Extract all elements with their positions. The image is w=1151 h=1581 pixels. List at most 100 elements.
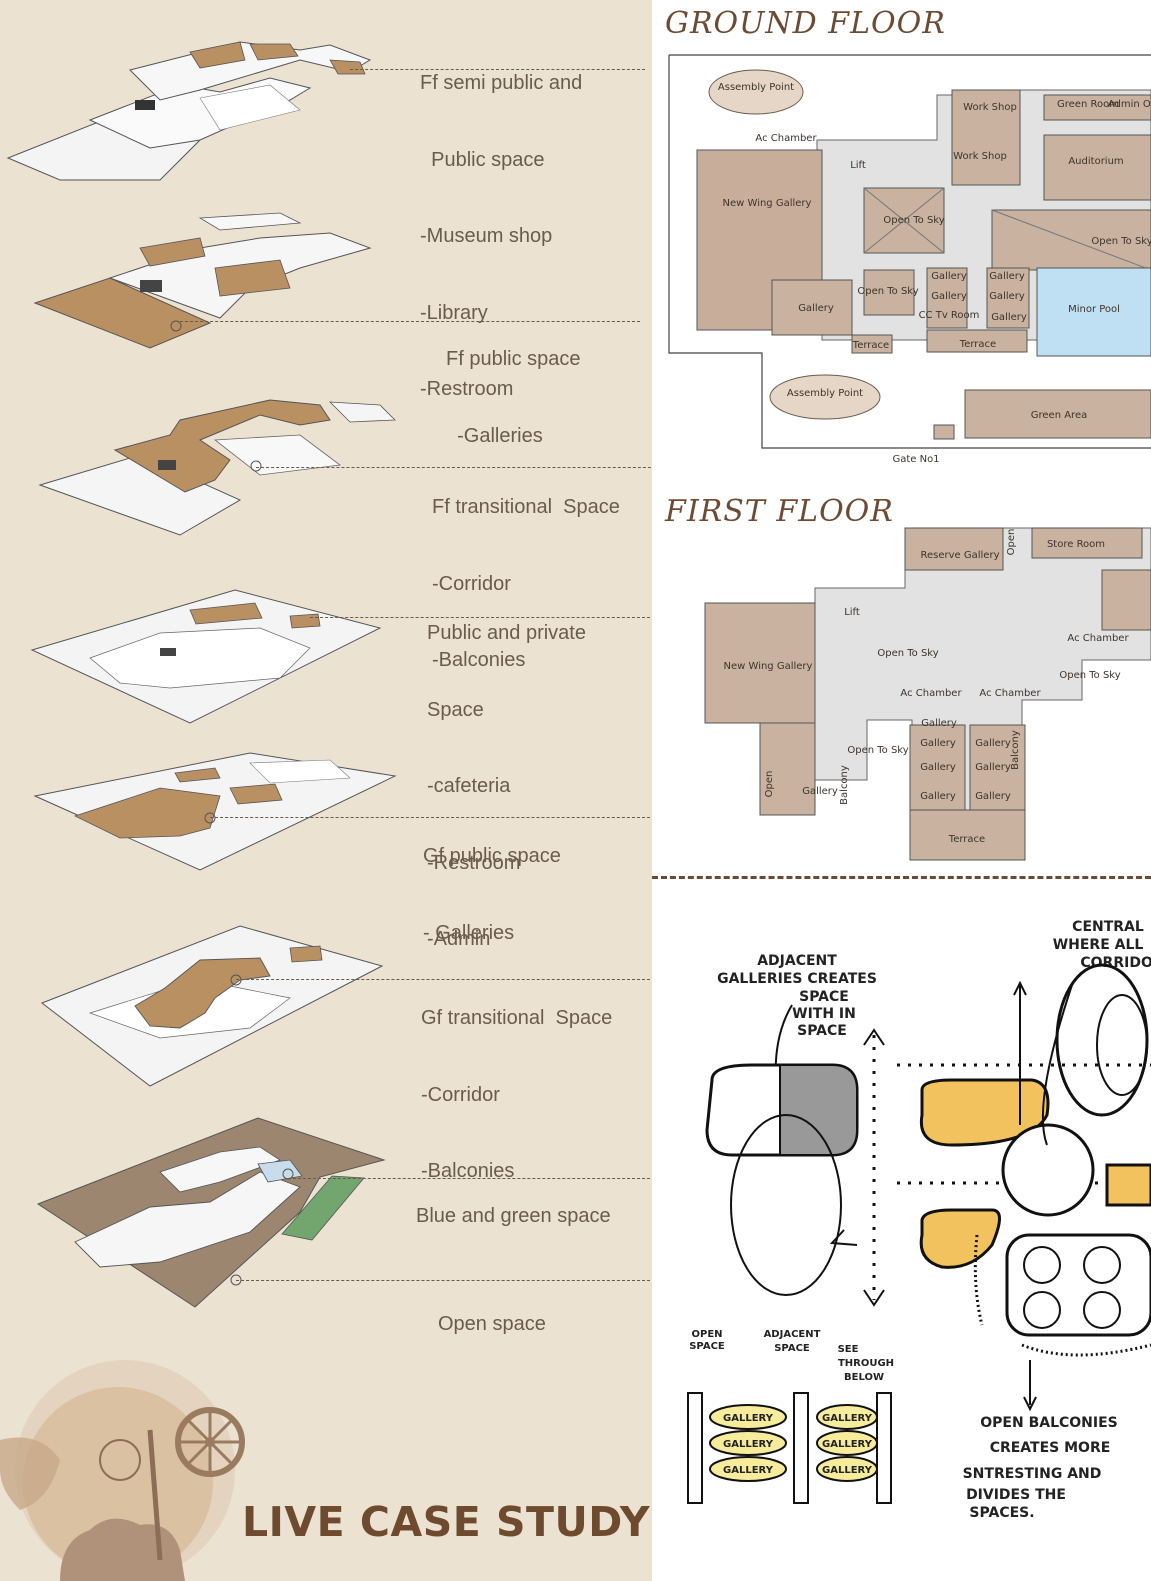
lift-label: Lift [844, 607, 860, 618]
annotation-line: -Restroom [420, 378, 514, 400]
open-to-sky-label: Open To Sky [1059, 670, 1120, 681]
open-to-sky-label: Open To Sky [1091, 236, 1151, 247]
open-to-sky-label: Open To Sky [857, 286, 918, 297]
annotation-line: -Galleries [446, 424, 543, 447]
gallery-bubble-label: GALLERY [822, 1465, 873, 1476]
work-shop-label: Work Shop [963, 102, 1017, 113]
leader-ff-public [180, 321, 640, 322]
gate-label: Gate No1 [892, 454, 939, 465]
ground-floor-plan: Assembly Point Assembly Point Ac Chamber… [668, 54, 1151, 465]
minor-pool-label: Minor Pool [1068, 304, 1120, 315]
gallery-label: Gallery [920, 791, 956, 802]
sketch-note-line: WHERE ALL [1053, 937, 1144, 953]
green-area-label: Green Area [1031, 410, 1087, 421]
sketch-label: THROUGH [838, 1358, 894, 1369]
terrace-label: Terrace [852, 340, 889, 351]
gallery-label: Gallery [991, 312, 1027, 323]
lift-label: Lift [850, 160, 866, 171]
gallery-label: Gallery [802, 786, 838, 797]
leader-ff-semi-public [350, 69, 645, 70]
axo-layer-ff-semi-public [6, 41, 372, 181]
annotation-line: -Restroom [427, 851, 521, 874]
sketch-note-line: DIVIDES THE [966, 1487, 1066, 1503]
axo-layer-ff-transitional [38, 399, 396, 536]
gallery-label: Gallery [798, 303, 834, 314]
open-to-sky-label: Open To Sky [847, 745, 908, 756]
annotation-line: Ff public space [446, 348, 581, 370]
sketch-note-line: ADJACENT [757, 953, 837, 969]
annotation-line: -Admin [427, 928, 491, 950]
sketch-label: SEE [838, 1344, 859, 1355]
sketch-label: OPEN [691, 1329, 722, 1340]
sketch-note-line: SPACE [797, 1023, 847, 1039]
new-wing-gallery-label: New Wing Gallery [724, 661, 813, 672]
sketch-note-line: GALLERIES CREATES [717, 971, 877, 987]
axo-layer-public-private [30, 589, 382, 724]
sketch-note-line: CORRIDOR [1080, 955, 1151, 971]
gallery-bubble-label: GALLERY [723, 1439, 774, 1450]
annotation-blue-green: Blue and green space [416, 1153, 611, 1281]
sketch-note-line: SPACES. [969, 1505, 1034, 1521]
plans-panel: GROUND FLOOR Assembly Point Assembly Poi… [652, 0, 1151, 1581]
cctv-room-label: CC Tv Room [919, 310, 980, 321]
annotation-line: Public space [420, 148, 545, 171]
annotation-line: Gf public space [423, 845, 561, 867]
work-shop-label: Work Shop [953, 151, 1007, 162]
leader-gf-transitional [236, 979, 650, 980]
annotation-line: -Corridor [432, 572, 511, 595]
leader-ff-transitional [256, 467, 666, 468]
annotation-line: Open space [438, 1313, 546, 1335]
annotation-line: Public and private [427, 622, 586, 644]
gallery-label: Gallery [975, 738, 1011, 749]
annotation-line: -Corridor [421, 1083, 500, 1106]
sketch-label: BELOW [844, 1372, 884, 1383]
balcony-label: Balcony [839, 765, 850, 805]
open-to-sky-label: Open To Sky [877, 648, 938, 659]
annotation-ff-transitional: Ff transitional Space -Corridor -Balconi… [432, 444, 620, 725]
gallery-label: Gallery [975, 791, 1011, 802]
axo-layer-gf-public [33, 752, 397, 871]
sketch-note-line: CREATES MORE [990, 1440, 1111, 1456]
admin-office-label: Admin Office [1108, 99, 1151, 110]
ac-chamber-label: Ac Chamber [900, 688, 962, 699]
terrace-label: Terrace [948, 834, 985, 845]
balcony-label: Balcony [1010, 730, 1021, 770]
gallery-bubble-label: GALLERY [723, 1413, 774, 1424]
annotation-line: -Library [420, 301, 488, 324]
store-room-label: Store Room [1047, 539, 1105, 550]
leader-blue-green [288, 1178, 650, 1179]
annotation-line: - Galleries [423, 921, 515, 944]
annotation-gf-transitional: Gf transitional Space -Corridor -Balconi… [421, 955, 612, 1236]
axonometric-panel: Ff semi public and Public space -Museum … [0, 20, 666, 1581]
ac-chamber-label: Ac Chamber [979, 688, 1041, 699]
green-room-label: Green Room [1057, 99, 1119, 110]
assembly-point-label: Assembly Point [718, 82, 794, 93]
annotation-line: Ff transitional Space [432, 496, 620, 518]
ac-chamber-label: Ac Chamber [1067, 633, 1129, 644]
section-divider [652, 876, 1151, 879]
annotation-public-private: Public and private Space -cafeteria -Res… [427, 570, 586, 1004]
gallery-label: Gallery [989, 271, 1025, 282]
annotation-gf-public: Gf public space - Galleries [423, 793, 561, 997]
leader-public-private [310, 617, 650, 618]
sketch-note-line: OPEN BALCONIES [980, 1415, 1118, 1431]
terrace-label: Terrace [959, 339, 996, 350]
ac-chamber-label: Ac Chamber [755, 133, 817, 144]
annotation-line: Gf transitional Space [421, 1007, 613, 1029]
gallery-bubble-label: GALLERY [822, 1413, 873, 1424]
annotation-ff-semi-public: Ff semi public and Public space -Museum … [420, 20, 582, 454]
concept-sketch: ADJACENT GALLERIES CREATES SPACE WITH IN… [687, 919, 1151, 1521]
gallery-label: Gallery [920, 762, 956, 773]
axo-layer-gf-transitional [40, 925, 384, 1087]
annotation-line: -cafeteria [427, 775, 511, 797]
gallery-bubble-label: GALLERY [723, 1465, 774, 1476]
reserve-gallery-label: Reserve Gallery [921, 550, 1000, 561]
open-label: Open [1006, 529, 1017, 556]
page-title: LIVE CASE STUDY [242, 1498, 651, 1546]
gallery-label: Gallery [920, 738, 956, 749]
gallery-label: Gallery [931, 271, 967, 282]
sketch-label: ADJACENT [764, 1329, 821, 1340]
gallery-label: Gallery [931, 291, 967, 302]
sketch-note-line: WITH IN [792, 1006, 856, 1022]
annotation-line: Space [427, 698, 484, 721]
